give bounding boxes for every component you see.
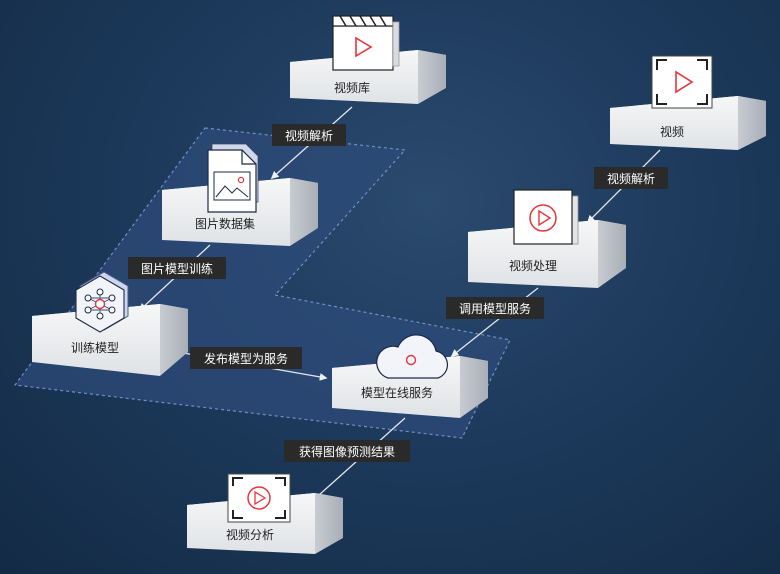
svg-text:调用模型服务: 调用模型服务 (459, 301, 531, 316)
edge-label-call-model-service: 调用模型服务 (446, 297, 544, 319)
svg-text:视频解析: 视频解析 (607, 171, 655, 186)
node-label: 视频库 (334, 80, 370, 95)
svg-text:发布模型为服务: 发布模型为服务 (204, 351, 288, 366)
neural-network-icon (75, 271, 129, 333)
node-label: 训练模型 (71, 340, 119, 355)
node-label: 图片数据集 (195, 216, 255, 231)
svg-text:获得图像预测结果: 获得图像预测结果 (299, 444, 395, 459)
node-video-analysis[interactable]: 视频分析 (187, 473, 343, 554)
edge-label-image-model-training: 图片模型训练 (128, 257, 226, 279)
svg-text:视频解析: 视频解析 (285, 128, 333, 143)
edge-label-parse-video: 视频解析 (594, 167, 668, 189)
node-label: 视频分析 (226, 527, 274, 542)
node-label: 视频 (660, 124, 684, 139)
video-frame-icon (651, 55, 713, 109)
image-document-icon (207, 143, 259, 213)
video-frame-icon (227, 473, 291, 523)
node-image-dataset[interactable]: 图片数据集 (162, 143, 318, 246)
video-play-icon (513, 189, 579, 245)
node-label: 视频处理 (509, 258, 557, 273)
node-label: 模型在线服务 (361, 385, 433, 400)
cloud-icon (376, 334, 449, 379)
node-video-processing[interactable]: 视频处理 (468, 189, 626, 288)
node-train-model[interactable]: 训练模型 (32, 271, 188, 376)
clapperboard-icon (332, 15, 400, 71)
node-video-library[interactable]: 视频库 (290, 15, 446, 104)
node-video[interactable]: 视频 (610, 55, 766, 150)
edge-label-parse-to-dataset: 视频解析 (272, 124, 346, 146)
svg-text:图片模型训练: 图片模型训练 (141, 261, 213, 276)
edge-label-get-prediction-result: 获得图像预测结果 (284, 440, 410, 462)
node-online-model-service[interactable]: 模型在线服务 (332, 334, 488, 418)
edge-label-publish-as-service: 发布模型为服务 (190, 347, 302, 369)
